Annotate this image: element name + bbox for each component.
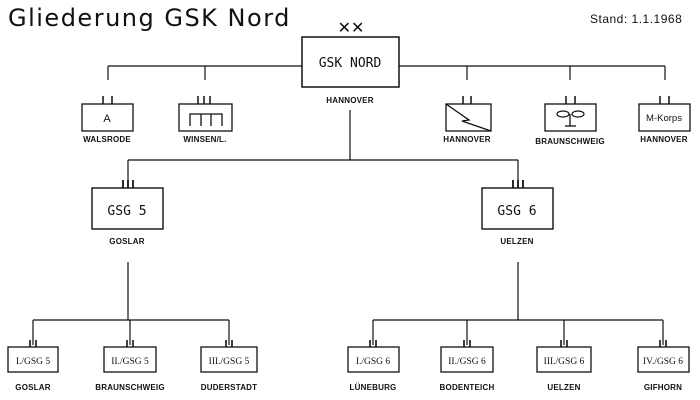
section-caption: GIFHORN: [644, 383, 682, 392]
top-unit-winsen: WINSEN/L.: [178, 96, 233, 144]
top-unit-hannover-signals: HANNOVER: [443, 96, 492, 144]
section-box: [103, 346, 157, 373]
top-unit-braunschweig-air: BRAUNSCHWEIG: [535, 96, 605, 146]
unit-box: [81, 103, 134, 132]
unit-box-label: M-Korps: [646, 113, 682, 124]
section-box: [440, 346, 494, 373]
section-2-gsg-5: II./GSG 5 BRAUNSCHWEIG: [95, 340, 165, 392]
section-caption: BRAUNSCHWEIG: [95, 383, 165, 392]
group-gsg-6: GSG 6 UELZEN: [481, 180, 554, 246]
section-box: [7, 346, 59, 373]
group-caption: UELZEN: [500, 237, 533, 246]
group-gsg-5: GSG 5 GOSLAR: [91, 180, 164, 246]
signals-lightning-icon: [445, 103, 492, 132]
unit-caption: HANNOVER: [640, 135, 687, 144]
section-label: II./GSG 6: [448, 357, 486, 367]
section-caption: DUDERSTADT: [201, 383, 258, 392]
group-box: [91, 187, 164, 230]
corps-rank-mark: ✕✕: [338, 18, 365, 37]
date-stamp: Stand: 1.1.1968: [590, 12, 683, 26]
pioneer-symbol-icon: [189, 113, 223, 126]
section-3-gsg-6: III./GSG 6 UELZEN: [536, 340, 592, 392]
hq-location: HANNOVER: [326, 96, 373, 105]
unit-caption: HANNOVER: [443, 135, 490, 144]
hq-label: GSK NORD: [319, 56, 382, 71]
unit-box: [638, 103, 691, 132]
section-2-gsg-6: II./GSG 6 BODENTEICH: [440, 340, 495, 392]
section-box: [200, 346, 258, 373]
section-label: III./GSG 5: [209, 357, 250, 367]
section-caption: GOSLAR: [15, 383, 50, 392]
section-label: IV./GSG 6: [643, 357, 683, 367]
section-3-gsg-5: III./GSG 5 DUDERSTADT: [200, 340, 258, 392]
section-4-gsg-6: IV./GSG 6 GIFHORN: [637, 340, 690, 392]
hq-box: [301, 36, 400, 88]
section-caption: UELZEN: [547, 383, 580, 392]
propeller-icon: [556, 110, 570, 118]
group-label: GSG 5: [107, 204, 146, 219]
section-label: III./GSG 6: [544, 357, 585, 367]
page-title: Gliederung GSK Nord: [8, 4, 291, 32]
section-box: [347, 346, 400, 373]
group-caption: GOSLAR: [109, 237, 144, 246]
top-unit-m-korps: M-Korps HANNOVER: [638, 96, 691, 144]
group-box: [481, 187, 554, 230]
section-caption: LÜNEBURG: [350, 383, 397, 392]
unit-caption: WALSRODE: [83, 135, 131, 144]
section-label: II./GSG 5: [111, 357, 149, 367]
section-box: [637, 346, 690, 373]
group-label: GSG 6: [497, 204, 536, 219]
section-caption: BODENTEICH: [440, 383, 495, 392]
hq-node: ✕✕ GSK NORD HANNOVER: [301, 18, 400, 105]
section-label: I./GSG 5: [16, 357, 51, 367]
section-1-gsg-6: I./GSG 6 LÜNEBURG: [347, 340, 400, 392]
section-box: [536, 346, 592, 373]
unit-caption: BRAUNSCHWEIG: [535, 137, 605, 146]
section-label: I./GSG 6: [356, 357, 391, 367]
unit-caption: WINSEN/L.: [183, 135, 226, 144]
top-unit-walsrode: A WALSRODE: [81, 96, 134, 144]
section-1-gsg-5: I./GSG 5 GOSLAR: [7, 340, 59, 392]
unit-box-label: A: [103, 113, 111, 125]
unit-box: [178, 103, 233, 132]
